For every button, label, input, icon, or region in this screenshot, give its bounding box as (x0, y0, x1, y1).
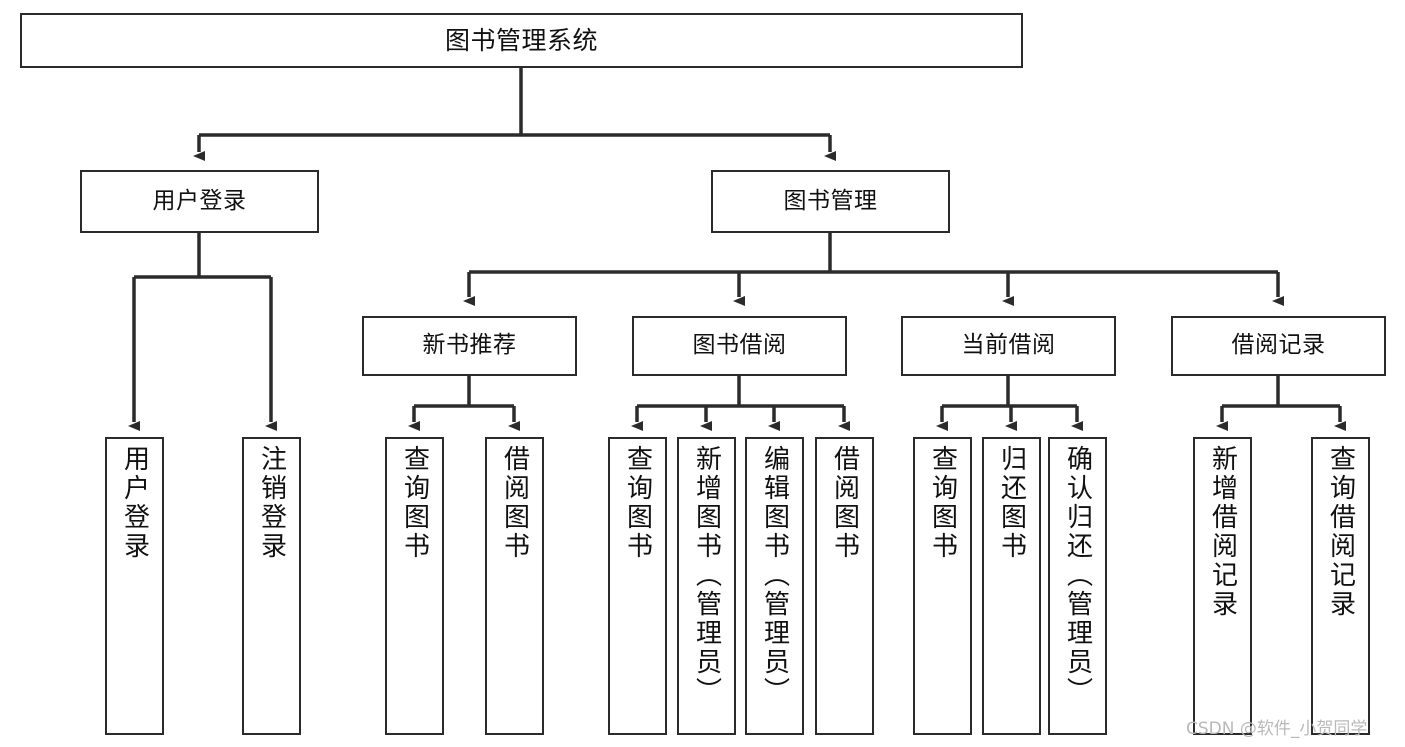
node-leaf-return-book[interactable]: 归还图书 (982, 437, 1041, 735)
node-leaf-query-book-3[interactable]: 查询图书 (913, 437, 972, 735)
node-leaf-add-book[interactable]: 新增图书（管理员） (677, 437, 736, 735)
node-leaf-user-login[interactable]: 用户登录 (105, 437, 164, 735)
node-user-login[interactable]: 用户登录 (80, 170, 319, 233)
node-leaf-borrow-book-1-label: 借阅图书 (499, 445, 530, 561)
node-leaf-add-record-label: 新增借阅记录 (1207, 445, 1238, 619)
node-new-book-recommend[interactable]: 新书推荐 (362, 316, 577, 376)
node-root-label: 图书管理系统 (444, 25, 598, 55)
node-leaf-query-book-1[interactable]: 查询图书 (385, 437, 444, 735)
node-book-borrow-label: 图书借阅 (692, 332, 787, 359)
node-leaf-return-book-label: 归还图书 (996, 445, 1027, 561)
node-book-borrow[interactable]: 图书借阅 (632, 316, 847, 376)
node-user-login-label: 用户登录 (152, 187, 247, 214)
node-leaf-logout-login-label: 注销登录 (256, 445, 287, 561)
node-leaf-borrow-book-2-label: 借阅图书 (829, 445, 860, 561)
node-root[interactable]: 图书管理系统 (20, 13, 1023, 68)
node-leaf-query-book-2-label: 查询图书 (622, 445, 653, 561)
node-leaf-logout-login[interactable]: 注销登录 (242, 437, 301, 735)
node-current-borrow-label: 当前借阅 (961, 332, 1056, 359)
node-leaf-user-login-label: 用户登录 (119, 445, 150, 561)
node-leaf-borrow-book-1[interactable]: 借阅图书 (485, 437, 544, 735)
node-book-manage-label: 图书管理 (783, 187, 878, 214)
node-leaf-edit-book[interactable]: 编辑图书（管理员） (745, 437, 804, 735)
node-new-book-recommend-label: 新书推荐 (422, 332, 517, 359)
node-leaf-query-book-2[interactable]: 查询图书 (608, 437, 667, 735)
node-leaf-add-record[interactable]: 新增借阅记录 (1193, 437, 1252, 735)
node-leaf-query-book-1-label: 查询图书 (399, 445, 430, 561)
node-book-manage[interactable]: 图书管理 (711, 170, 950, 233)
node-leaf-borrow-book-2[interactable]: 借阅图书 (815, 437, 874, 735)
node-borrow-record-label: 借阅记录 (1231, 332, 1326, 359)
node-leaf-edit-book-label: 编辑图书（管理员） (759, 445, 790, 706)
node-leaf-query-record-label: 查询借阅记录 (1325, 445, 1356, 619)
node-leaf-confirm-return[interactable]: 确认归还（管理员） (1048, 437, 1107, 735)
node-leaf-confirm-return-label: 确认归还（管理员） (1062, 445, 1093, 706)
node-current-borrow[interactable]: 当前借阅 (901, 316, 1116, 376)
node-leaf-query-record[interactable]: 查询借阅记录 (1311, 437, 1370, 735)
node-leaf-add-book-label: 新增图书（管理员） (691, 445, 722, 706)
node-borrow-record[interactable]: 借阅记录 (1171, 316, 1386, 376)
csdn-watermark: CSDN @软件_小贺同学 (1186, 719, 1368, 739)
node-leaf-query-book-3-label: 查询图书 (927, 445, 958, 561)
